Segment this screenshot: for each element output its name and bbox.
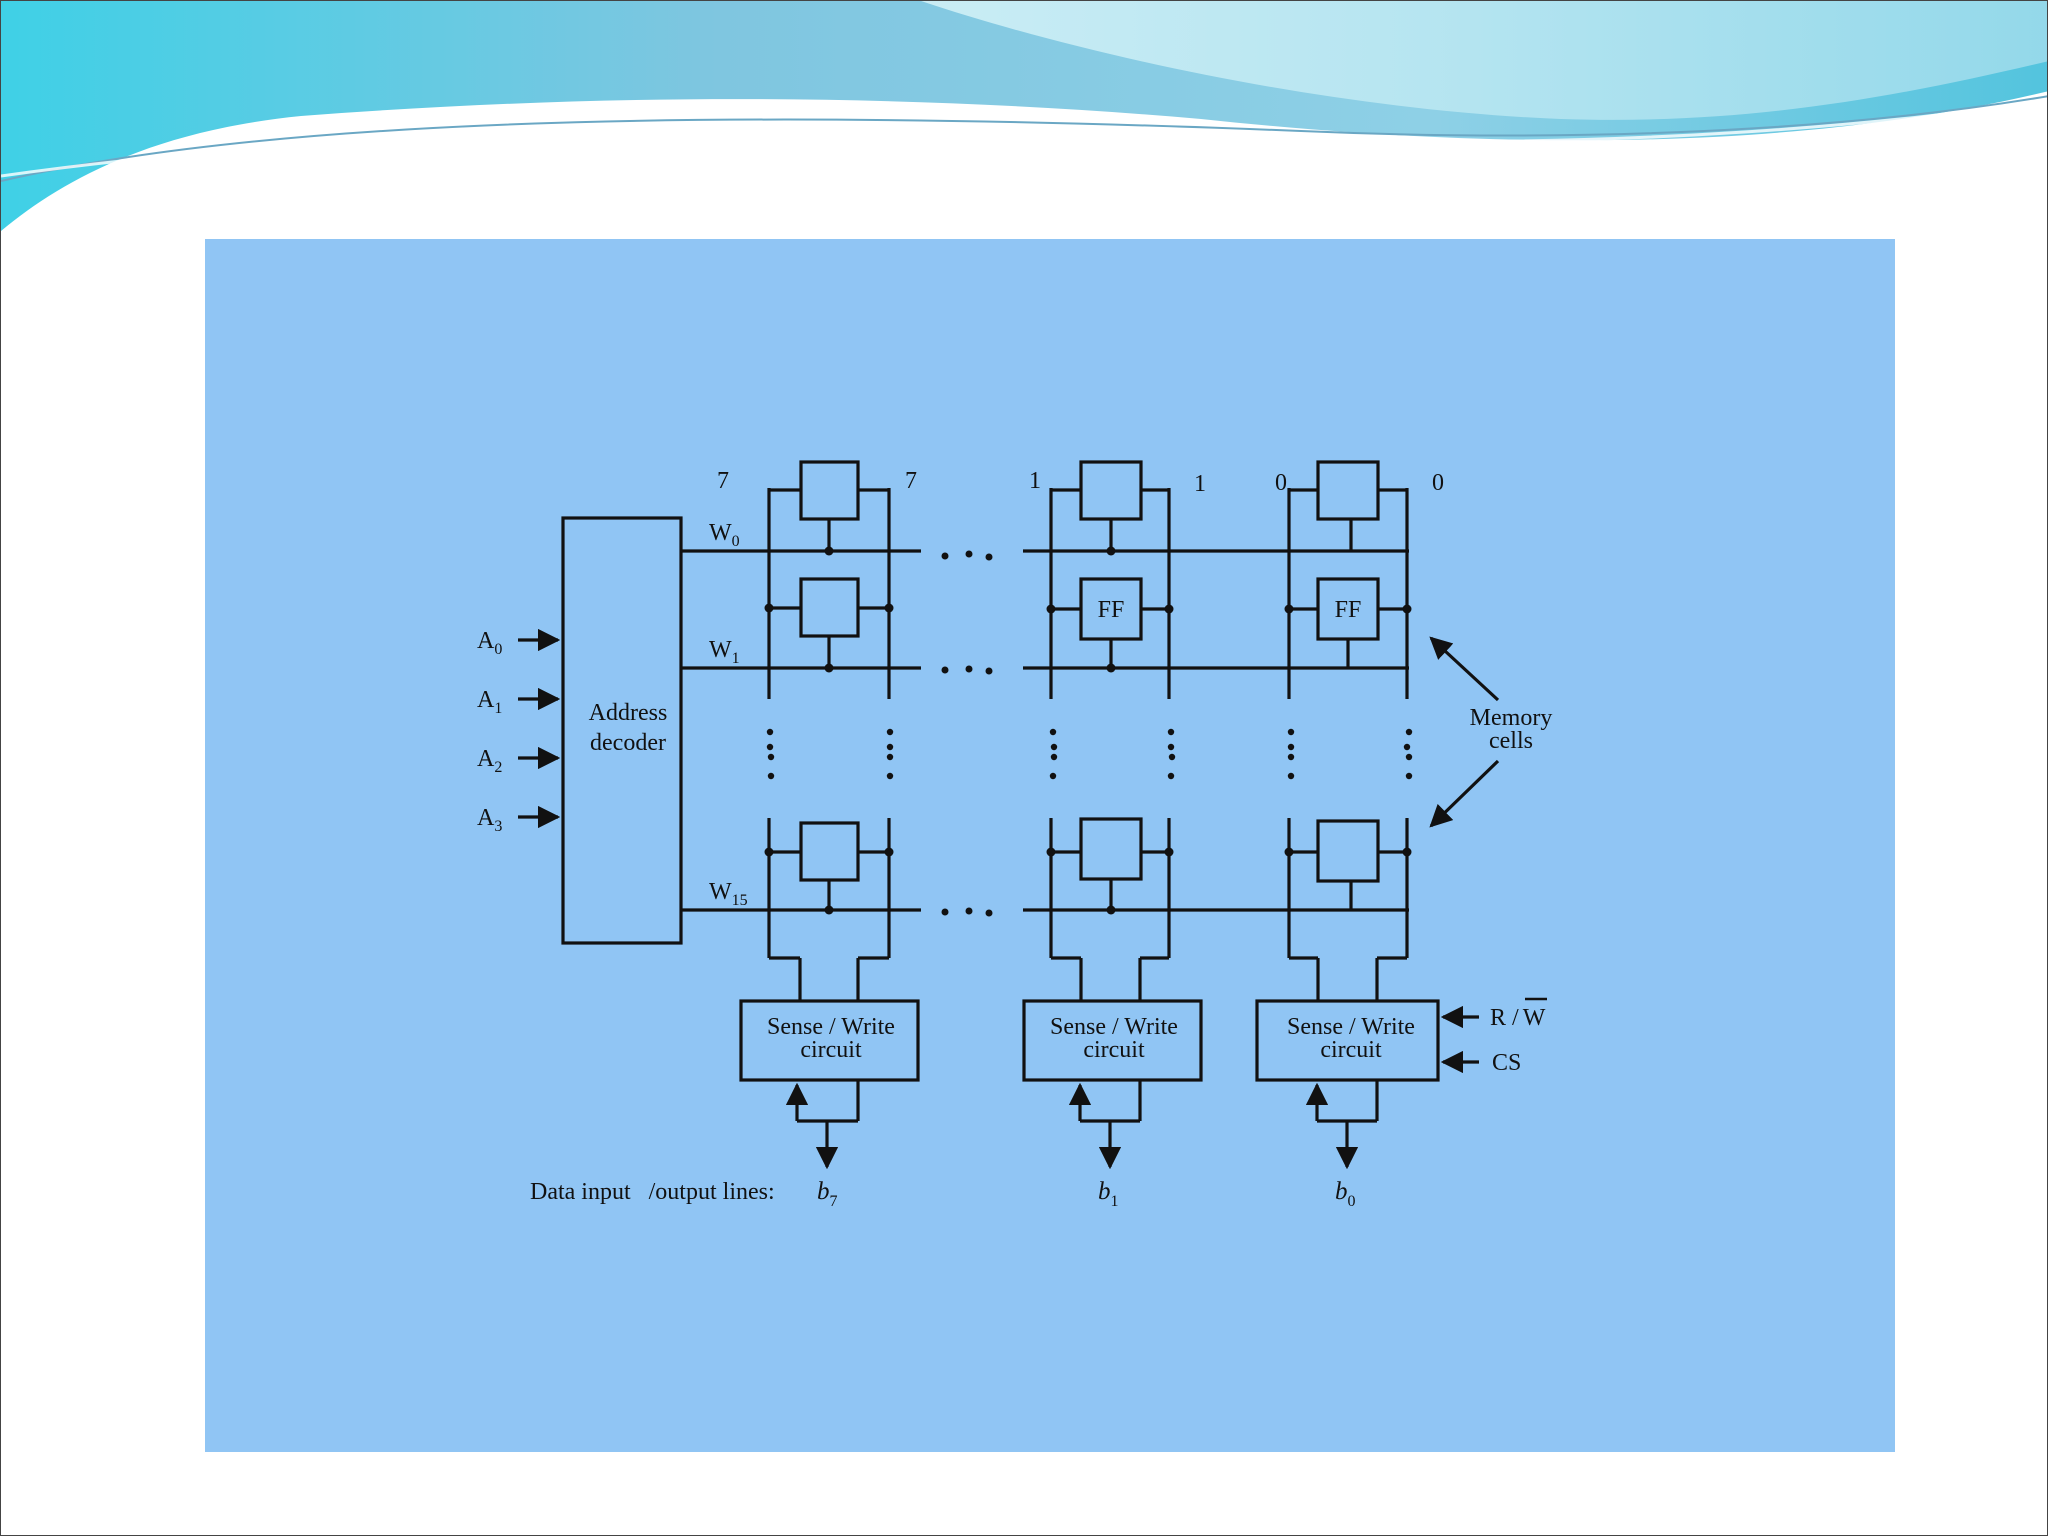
control-inputs: R /W CS — [1440, 997, 1547, 1076]
bit-column-label-right: 1 — [1194, 471, 1206, 497]
bit-column-1: 1 1 FF Sense / Write circuit — [1022, 460, 1206, 1210]
memory-cell — [1079, 460, 1143, 521]
word-lines: W0 W1 W15 — [681, 520, 1409, 917]
read-write-label: R /W — [1490, 1005, 1546, 1031]
word-line-w0: W0 — [709, 520, 740, 550]
word-line-w15: W15 — [709, 879, 748, 909]
sense-write-label-line1: Sense / Write — [1287, 1014, 1415, 1040]
decoder-label-line1: Address — [589, 700, 668, 726]
ff-label: FF — [1335, 597, 1362, 623]
memory-cell — [799, 460, 860, 521]
memory-cell — [1079, 817, 1143, 881]
memory-cell — [799, 577, 860, 638]
header-wave-decoration — [1, 1, 2047, 231]
bit-column-label-left: 0 — [1275, 470, 1287, 496]
sense-write-label-line2: circuit — [1083, 1037, 1145, 1063]
address-input-a2: A2 — [477, 746, 502, 776]
sense-write-label-line2: circuit — [1320, 1037, 1382, 1063]
output-line-b0: b0 — [1335, 1178, 1356, 1210]
memory-cells-callout: Memory cells — [1429, 636, 1553, 828]
memory-cell — [1316, 819, 1380, 883]
address-input-a1: A1 — [477, 687, 502, 717]
bit-column-0: 0 0 FF Sense / Write circuit — [1255, 460, 1444, 1210]
output-line-b1: b1 — [1098, 1178, 1119, 1210]
ff-label: FF — [1098, 597, 1125, 623]
address-inputs: A0 A1 A2 A3 — [477, 628, 561, 835]
bit-column-label-right: 7 — [905, 468, 917, 494]
decoder-label-line2: decoder — [590, 730, 666, 756]
bit-column-label-left: 1 — [1029, 468, 1041, 494]
memory-cell — [1316, 460, 1380, 521]
memory-cell — [799, 821, 860, 882]
output-line-b7: b7 — [817, 1178, 838, 1210]
chip-select-label: CS — [1492, 1050, 1521, 1076]
address-input-a0: A0 — [477, 628, 502, 658]
bit-column-7: 7 7 Sense / W — [717, 460, 920, 1210]
address-input-a3: A3 — [477, 805, 502, 835]
memory-cells-label-line1: Memory — [1470, 705, 1553, 731]
word-line-w1: W1 — [709, 637, 740, 667]
address-decoder-box — [561, 516, 683, 945]
sense-write-circuit — [1255, 999, 1440, 1082]
sense-write-label-line1: Sense / Write — [1050, 1014, 1178, 1040]
bit-column-label-right: 0 — [1432, 470, 1444, 496]
data-lines-label: Data input /output lines: — [530, 1179, 775, 1205]
sense-write-circuit — [739, 999, 920, 1082]
memory-cells-label-line2: cells — [1489, 728, 1533, 754]
word-line-ellipsis — [941, 550, 993, 917]
sense-write-label-line1: Sense / Write — [767, 1014, 895, 1040]
sense-write-circuit — [1022, 999, 1203, 1082]
bit-column-label-left: 7 — [717, 468, 729, 494]
sense-write-label-line2: circuit — [800, 1037, 862, 1063]
